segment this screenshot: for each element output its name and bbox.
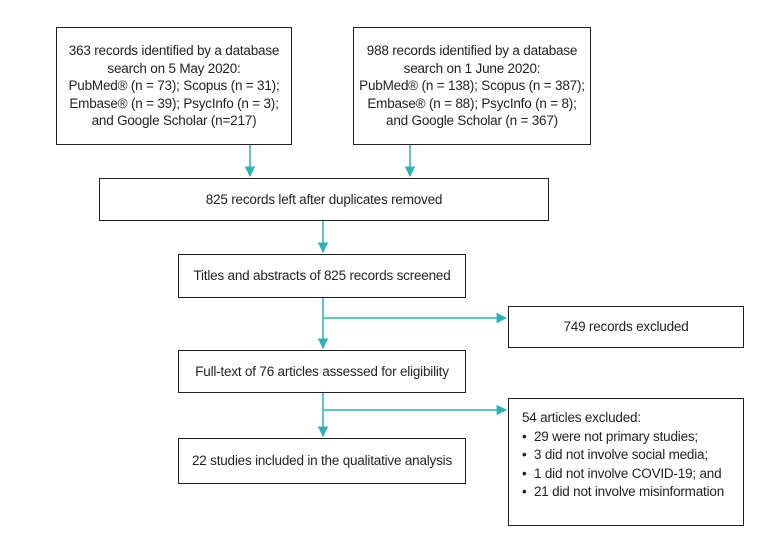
exclusion-reason-text: 3 did not involve social media; bbox=[534, 447, 708, 462]
db-search-1-line: Embase® (n = 39); PsycInfo (n = 3); bbox=[69, 95, 279, 111]
db-search-1-line: search on 5 May 2020: bbox=[107, 60, 241, 76]
arrow-group bbox=[244, 145, 508, 438]
included-studies-box: 22 studies included in the qualitative a… bbox=[178, 438, 466, 484]
exclusion-reason-text: 21 did not involve misinformation bbox=[534, 484, 725, 499]
exclusion-reason: • 3 did not involve social media; bbox=[522, 446, 743, 465]
bullet-icon: • bbox=[522, 447, 527, 462]
excluded-articles-box: 54 articles excluded: • 29 were not prima… bbox=[508, 398, 744, 526]
exclusion-reason: • 21 did not involve misinformation bbox=[522, 483, 743, 502]
db-search-2-line: and Google Scholar (n = 367) bbox=[386, 113, 558, 129]
screened-box: Titles and abstracts of 825 records scre… bbox=[178, 254, 466, 298]
bullet-icon: • bbox=[522, 484, 527, 499]
db-search-2-line: search on 1 June 2020: bbox=[403, 60, 541, 76]
db-search-2-line: PubMed® (n = 138); Scopus (n = 387); bbox=[359, 78, 585, 94]
exclusion-reason: • 1 did not involve COVID-19; and bbox=[522, 465, 743, 484]
db-search-2-box: 988 records identified by a database sea… bbox=[353, 27, 591, 145]
screened-text: Titles and abstracts of 825 records scre… bbox=[193, 268, 451, 284]
included-studies-text: 22 studies included in the qualitative a… bbox=[191, 453, 453, 469]
db-search-2-line: Embase® (n = 88); PsycInfo (n = 8); bbox=[367, 95, 577, 111]
exclusion-reason-text: 1 did not involve COVID-19; and bbox=[534, 465, 722, 481]
db-search-1-box: 363 records identified by a database sea… bbox=[56, 27, 292, 145]
excluded-articles-heading: 54 articles excluded: bbox=[522, 410, 641, 425]
full-text-text: Full-text of 76 articles assessed for el… bbox=[195, 363, 449, 379]
db-search-1-line: PubMed® (n = 73); Scopus (n = 31); bbox=[68, 78, 280, 94]
exclusion-reason-text: 29 were not primary studies; bbox=[534, 428, 698, 444]
excluded-records-box: 749 records excluded bbox=[508, 306, 744, 348]
duplicates-removed-text: 825 records left after duplicates remove… bbox=[205, 191, 443, 207]
db-search-1-line: 363 records identified by a database bbox=[68, 43, 280, 59]
full-text-box: Full-text of 76 articles assessed for el… bbox=[178, 350, 466, 393]
bullet-icon: • bbox=[522, 465, 527, 481]
exclusion-reason: • 29 were not primary studies; bbox=[522, 428, 743, 447]
bullet-icon: • bbox=[522, 428, 527, 444]
excluded-records-text: 749 records excluded bbox=[563, 319, 689, 335]
exclusion-reasons-list: • 29 were not primary studies; • 3 did not… bbox=[522, 428, 743, 502]
db-search-1-line: and Google Scholar (n=217) bbox=[91, 113, 257, 129]
duplicates-removed-box: 825 records left after duplicates remove… bbox=[99, 178, 549, 221]
db-search-2-line: 988 records identified by a database bbox=[366, 43, 578, 59]
